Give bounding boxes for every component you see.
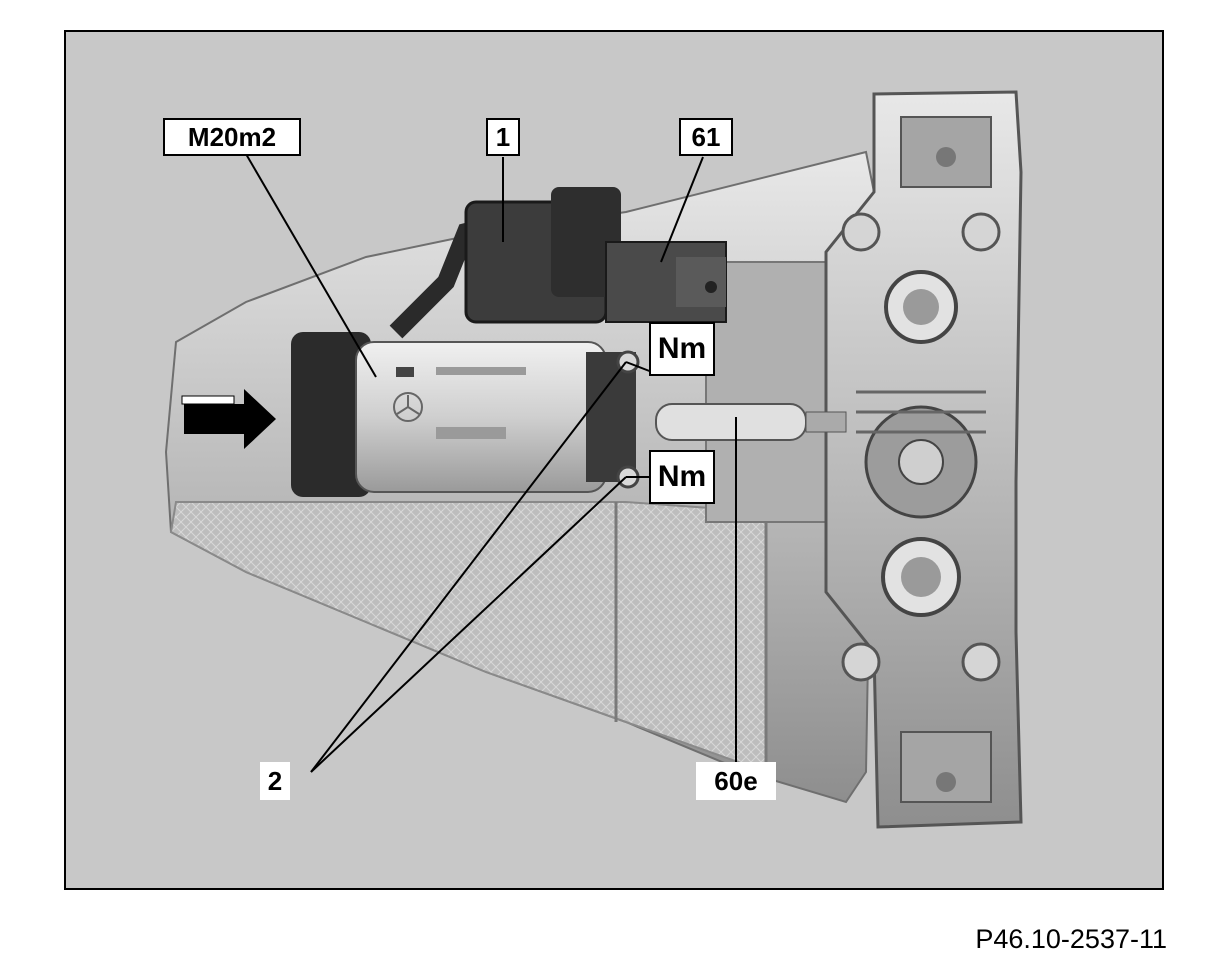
leader-lines — [245, 153, 737, 773]
direction-arrow — [181, 389, 276, 449]
component-photo — [66, 32, 1162, 888]
drive-shaft — [655, 403, 847, 441]
figure-code: P46.10-2537-11 — [975, 924, 1167, 954]
label-part-61: 61 — [679, 118, 733, 156]
label-torque-lower: Nm — [649, 450, 715, 504]
motor — [291, 332, 640, 497]
label-part-2: 2 — [260, 762, 290, 800]
label-part-60e: 60e — [696, 762, 776, 800]
label-m20m2: M20m2 — [163, 118, 301, 156]
mounting-bracket — [824, 90, 1023, 829]
figure-frame: M20m2 1 61 Nm Nm 2 60e — [64, 30, 1164, 890]
label-part-1: 1 — [486, 118, 520, 156]
label-torque-upper: Nm — [649, 322, 715, 376]
connector-assembly — [389, 187, 727, 339]
